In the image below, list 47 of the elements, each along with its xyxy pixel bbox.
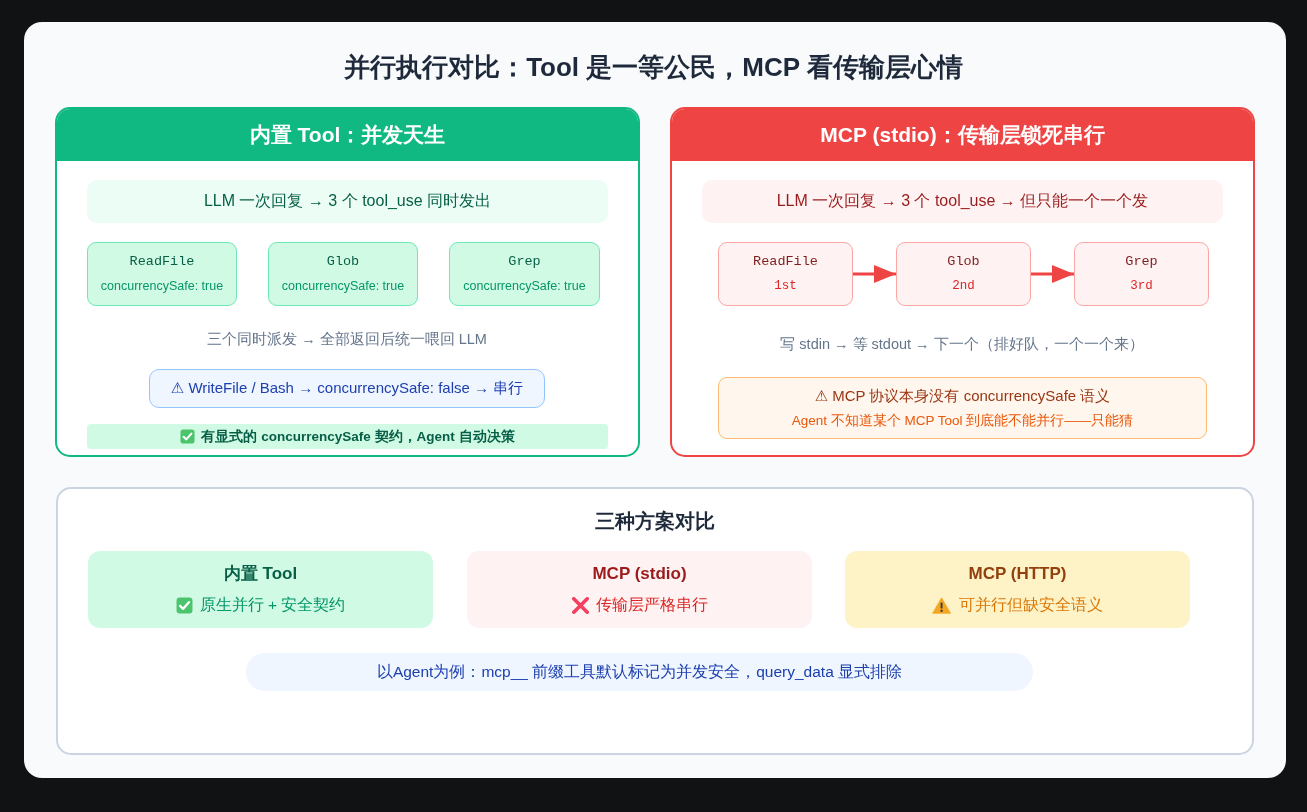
tool-name: Glob xyxy=(326,253,360,271)
tool-card xyxy=(896,242,1031,306)
tool-name: ReadFile xyxy=(753,253,818,271)
tool-card xyxy=(449,242,600,306)
tool-card xyxy=(718,242,853,306)
prompt-banner: LLM 一次回复 → 3 个 tool_use → 但只能一个一个发 xyxy=(702,180,1223,223)
card-detail: 传输层严格串行 xyxy=(595,595,708,615)
tool-name: Glob xyxy=(947,253,980,271)
page-title: 并行执行对比：Tool 是一等公民，MCP 看传输层心情 xyxy=(344,51,963,84)
flow-note: 写 stdin → 等 stdout → 下一个（排好队，一个一个来） xyxy=(780,335,1144,354)
warning-note: ⚠ WriteFile / Bash → concurrencySafe: false → 串行 xyxy=(149,369,545,408)
card-title: MCP (HTTP) xyxy=(968,563,1067,585)
panel xyxy=(55,107,640,457)
caveat-title: ⚠ MCP 协议本身没有 concurrencySafe 语义 xyxy=(814,386,1111,406)
caveat-detail: Agent 不知道某个 MCP Tool 到底能不能并行——只能猜 xyxy=(791,412,1134,430)
card-detail: 可并行但缺安全语义 xyxy=(958,595,1103,615)
flow-note: 三个同时派发 → 全部返回后统一喂回 LLM xyxy=(207,330,487,349)
comparison-card xyxy=(467,551,812,628)
example-note: 以Agent为例：mcp__ 前缀工具默认标记为并发安全，query_data 显式排除 xyxy=(246,653,1033,691)
tool-status: 1st xyxy=(774,278,797,295)
card-title: MCP (stdio) xyxy=(592,563,687,585)
comparison-panel xyxy=(56,487,1254,755)
caveat-box xyxy=(718,377,1207,439)
tool-status: concurrencySafe: true xyxy=(100,278,224,295)
tool-status: concurrencySafe: true xyxy=(281,278,405,295)
tool-card xyxy=(1074,242,1209,306)
arrow xyxy=(1031,265,1074,283)
panel-header: 内置 Tool：并发天生 xyxy=(57,109,638,161)
tool-name: Grep xyxy=(508,253,541,271)
card-detail: 原生并行 + 安全契约 xyxy=(199,595,346,615)
tool-status: 3rd xyxy=(1130,278,1153,295)
tool-card xyxy=(87,242,237,306)
tool-status: 2nd xyxy=(952,278,975,295)
section-title: 三种方案对比 xyxy=(595,509,715,534)
panel-header: MCP (stdio)：传输层锁死串行 xyxy=(672,109,1253,161)
comparison-card xyxy=(845,551,1190,628)
panel xyxy=(670,107,1255,457)
tool-status: concurrencySafe: true xyxy=(463,278,586,295)
tool-name: Grep xyxy=(1125,253,1158,271)
tool-name: ReadFile xyxy=(129,253,195,271)
tool-card xyxy=(268,242,418,306)
arrow xyxy=(853,265,896,283)
prompt-banner: LLM 一次回复 → 3 个 tool_use 同时发出 xyxy=(87,180,608,223)
summary-text: 有显式的 concurrencySafe 契约，Agent 自动决策 xyxy=(201,427,515,446)
card-title: 内置 Tool xyxy=(223,563,298,585)
summary-banner xyxy=(87,424,608,449)
comparison-card xyxy=(88,551,433,628)
